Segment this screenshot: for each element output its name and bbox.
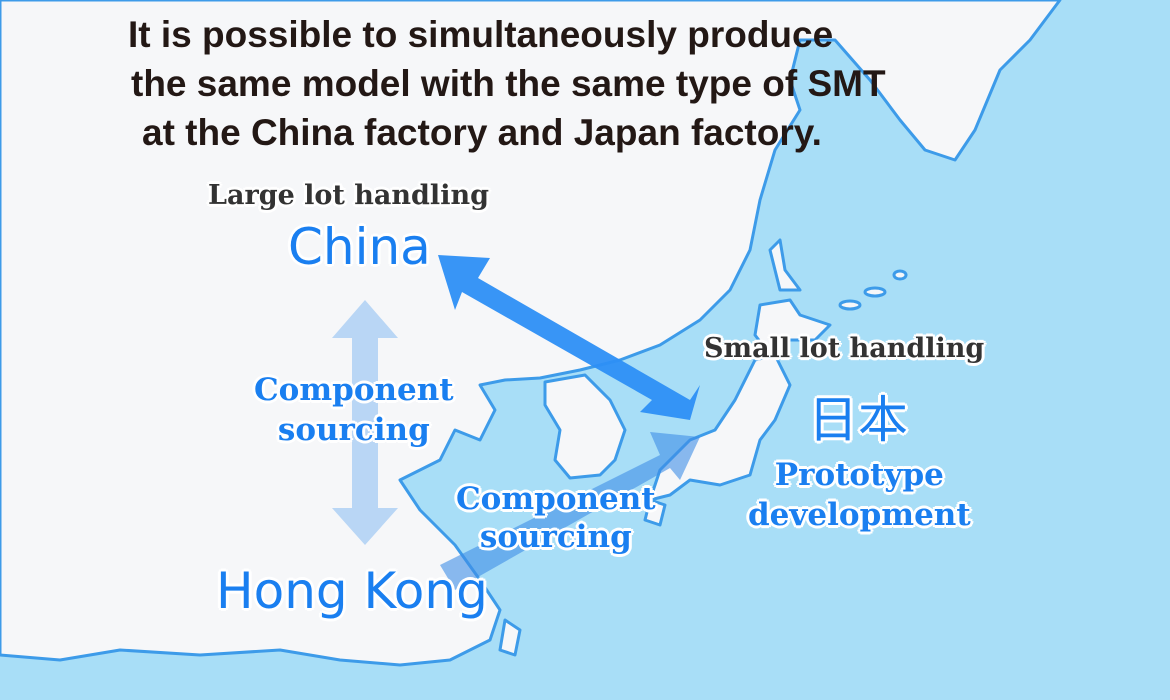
japan-role-line-2: development xyxy=(748,497,971,533)
hokkaido xyxy=(753,298,832,357)
china-label: China xyxy=(288,218,431,276)
korea-peninsula xyxy=(543,373,627,480)
japan-label: 日本 xyxy=(808,391,908,449)
kuril-islands xyxy=(838,269,908,311)
japan-role-line-1: Prototype xyxy=(774,457,944,493)
headline: It is possible to simultaneously produce… xyxy=(128,10,886,157)
sourcing-right-label: Component sourcing xyxy=(456,480,656,556)
hongkong-label: Hong Kong xyxy=(216,562,488,620)
sourcing-right-line-2: sourcing xyxy=(479,519,632,555)
headline-line-2: the same model with the same type of SMT xyxy=(131,63,886,104)
china-note: Large lot handling xyxy=(208,180,489,211)
china-hongkong-arrow xyxy=(332,300,398,545)
mainland-asia xyxy=(0,0,1062,667)
china-japan-arrow xyxy=(438,255,700,420)
taiwan xyxy=(498,618,522,657)
headline-line-1: It is possible to simultaneously produce xyxy=(128,14,834,55)
headline-line-3: at the China factory and Japan factory. xyxy=(142,112,822,153)
sourcing-left-line-2: sourcing xyxy=(277,412,430,448)
kyushu xyxy=(643,498,667,527)
japan-note: Small lot handling xyxy=(704,333,985,364)
japan-role-label: Prototype development xyxy=(748,455,971,535)
sourcing-left-label: Component sourcing xyxy=(254,370,454,450)
sourcing-left-line-1: Component xyxy=(254,372,454,408)
hongkong-japan-arrow xyxy=(440,432,700,590)
sourcing-right-line-1: Component xyxy=(456,481,656,517)
sakhalin xyxy=(768,238,802,292)
